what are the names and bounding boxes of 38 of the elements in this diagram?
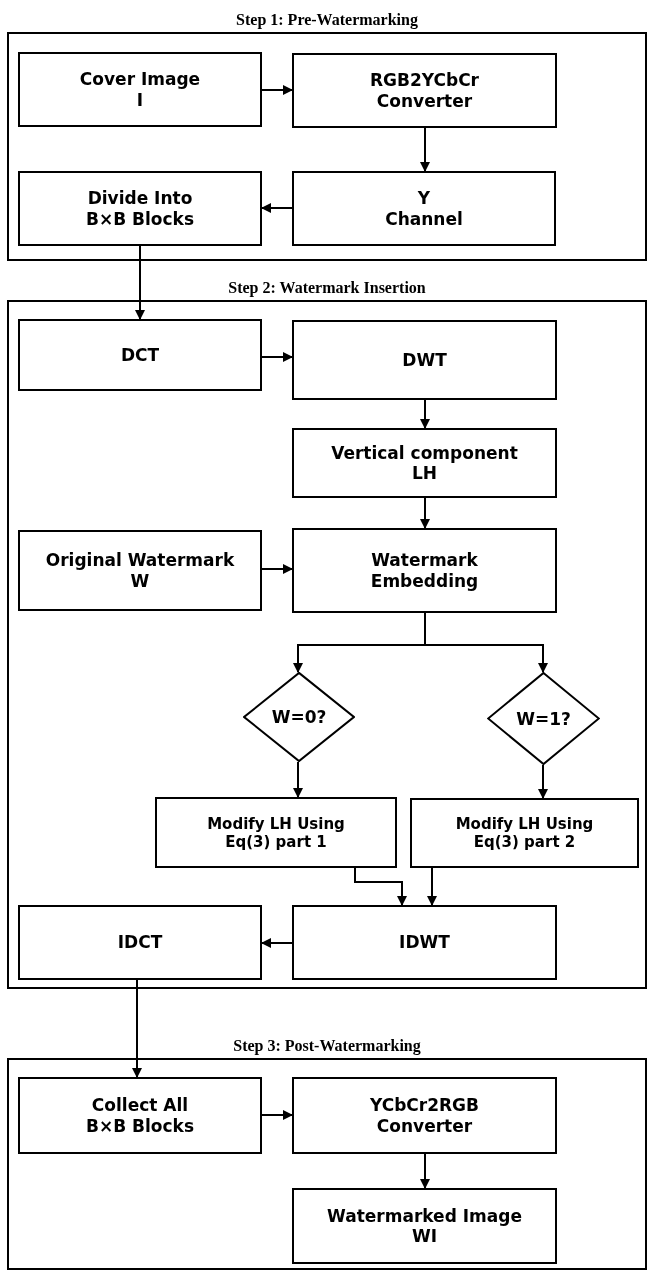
process-box: Cover Image I (18, 52, 262, 127)
arrow (261, 1110, 293, 1120)
process-box: IDCT (18, 905, 262, 980)
process-box: Watermarked Image WI (292, 1188, 557, 1264)
step-heading: Step 2: Watermark Insertion (228, 279, 426, 297)
process-box: IDWT (292, 905, 557, 980)
arrow (261, 203, 293, 213)
arrow (132, 979, 142, 1078)
arrow (354, 867, 407, 906)
process-box: Collect All B×B Blocks (18, 1077, 262, 1154)
process-box: Watermark Embedding (292, 528, 557, 613)
arrow (135, 245, 145, 320)
process-box: Modify LH Using Eq(3) part 1 (155, 797, 397, 868)
arrow (261, 938, 293, 948)
arrow (424, 612, 548, 673)
arrow (538, 764, 548, 799)
step-heading: Step 3: Post-Watermarking (233, 1037, 421, 1055)
decision-diamond: W=0? (243, 672, 355, 762)
arrow (261, 352, 293, 362)
process-box: Divide Into B×B Blocks (18, 171, 262, 246)
arrow (293, 761, 303, 798)
process-box: Modify LH Using Eq(3) part 2 (410, 798, 639, 868)
process-box: YCbCr2RGB Converter (292, 1077, 557, 1154)
process-box: DWT (292, 320, 557, 400)
arrow (420, 127, 430, 172)
process-box: RGB2YCbCr Converter (292, 53, 557, 128)
process-box: DCT (18, 319, 262, 391)
arrow (427, 867, 437, 906)
arrow (261, 85, 293, 95)
arrow (261, 564, 293, 574)
arrow (420, 1153, 430, 1189)
arrow (420, 399, 430, 429)
process-box: Y Channel (292, 171, 556, 246)
arrow (420, 497, 430, 529)
process-box: Original Watermark W (18, 530, 262, 611)
process-box: Vertical component LH (292, 428, 557, 498)
decision-diamond: W=1? (487, 672, 600, 765)
step-heading: Step 1: Pre-Watermarking (236, 11, 418, 29)
